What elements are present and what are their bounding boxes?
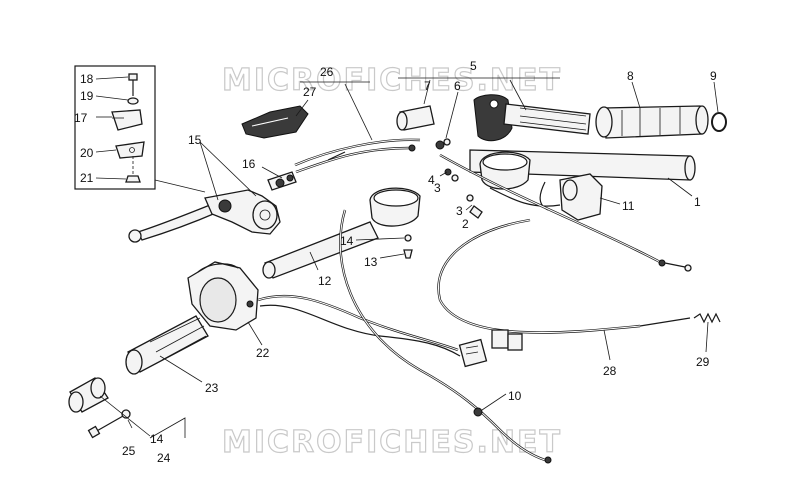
callout-3b: 3 xyxy=(456,204,463,218)
left-handlebar-tube xyxy=(262,187,421,279)
callout-16: 16 xyxy=(242,157,256,171)
callout-23: 23 xyxy=(205,381,219,395)
callout-18: 18 xyxy=(80,72,94,86)
watermark-bottom: MICROFICHES.NET xyxy=(222,425,562,460)
callout-14a: 14 xyxy=(340,234,354,248)
callout-27: 27 xyxy=(303,85,317,99)
callout-15: 15 xyxy=(188,133,202,147)
callout-22: 22 xyxy=(256,346,270,360)
callout-29: 29 xyxy=(696,355,710,369)
left-grip xyxy=(125,315,209,375)
callout-25: 25 xyxy=(122,444,136,458)
callout-4: 4 xyxy=(428,173,435,187)
callout-21: 21 xyxy=(80,171,94,185)
callout-9: 9 xyxy=(710,69,717,83)
spring-29 xyxy=(693,312,721,324)
callout-20: 20 xyxy=(80,146,94,160)
callout-2: 2 xyxy=(462,217,469,231)
clutch-cable xyxy=(294,138,421,174)
callout-28: 28 xyxy=(603,364,617,378)
callout-14b: 14 xyxy=(150,432,164,446)
throttle-cable-10 xyxy=(339,209,552,464)
callout-labels: 1 2 3 3 4 5 6 7 8 9 10 11 12 13 14 14 15… xyxy=(74,59,717,465)
callout-1: 1 xyxy=(694,195,701,209)
clutch-lever-assembly xyxy=(128,171,297,243)
callout-8: 8 xyxy=(627,69,634,83)
callout-26: 26 xyxy=(320,65,334,79)
right-switch xyxy=(489,173,603,221)
watermark-top: MICROFICHES.NET xyxy=(222,63,562,98)
callout-24: 24 xyxy=(157,451,171,465)
bar-end-weight xyxy=(68,377,131,439)
callout-3a: 3 xyxy=(434,181,441,195)
callout-7: 7 xyxy=(424,79,431,93)
left-switch-housing xyxy=(187,261,259,331)
callout-6: 6 xyxy=(454,79,461,93)
callout-5: 5 xyxy=(470,59,477,73)
callout-17: 17 xyxy=(74,111,88,125)
callout-11: 11 xyxy=(622,199,635,213)
right-grip xyxy=(595,105,709,139)
callout-13: 13 xyxy=(364,255,378,269)
callout-10: 10 xyxy=(508,389,522,403)
right-clamp xyxy=(444,151,531,219)
throttle-assembly xyxy=(396,94,591,150)
leader-lines xyxy=(95,76,719,439)
lever-pivot-inset xyxy=(74,65,156,190)
bracket-part xyxy=(241,105,309,139)
callout-19: 19 xyxy=(80,89,94,103)
callout-12: 12 xyxy=(318,274,332,288)
left-switch-wiring xyxy=(257,294,488,368)
cable-28 xyxy=(437,153,692,351)
